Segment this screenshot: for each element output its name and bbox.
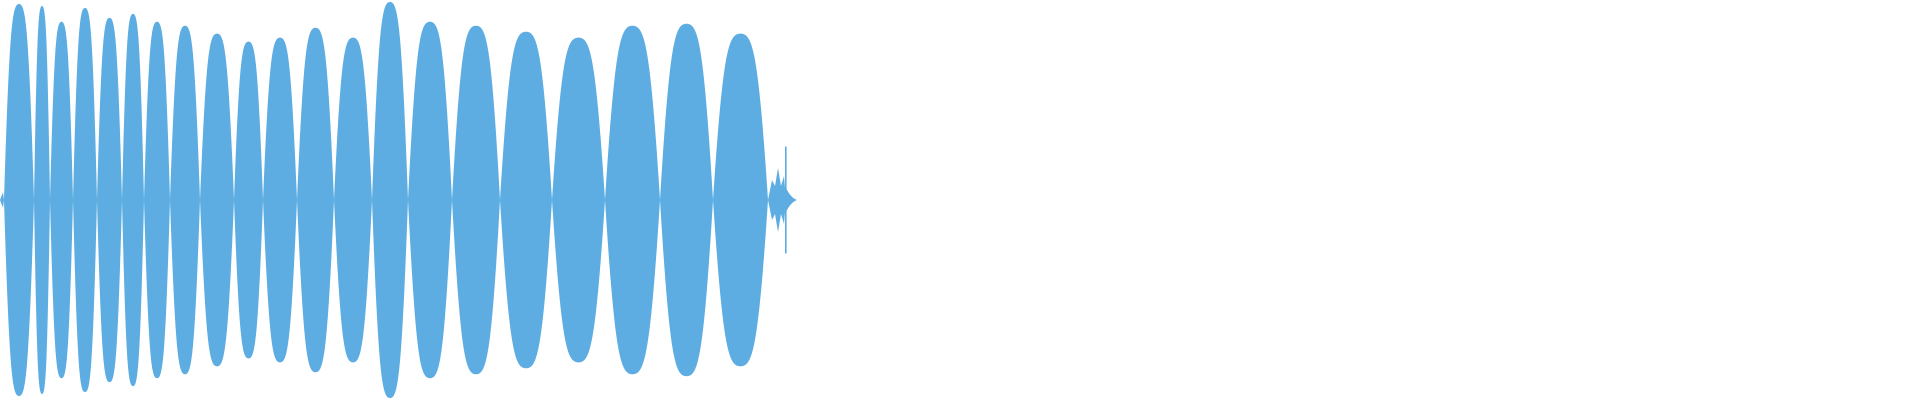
waveform-tail-burst [768, 168, 786, 232]
waveform-lobe [97, 17, 122, 383]
waveform-lobe [73, 7, 97, 393]
waveform-lobe [263, 37, 297, 363]
waveform-lobe [297, 27, 334, 373]
waveform-tail-spike [785, 146, 787, 254]
waveform-lobe [713, 33, 768, 367]
waveform-lobe [500, 31, 552, 369]
waveform-lobe [452, 25, 500, 375]
waveform-lobe [334, 37, 372, 363]
waveform-tail [768, 146, 797, 254]
waveform-lead-in [0, 192, 4, 208]
waveform-lobe [4, 3, 34, 397]
waveform-lobe [605, 25, 660, 375]
waveform-lobe [144, 21, 170, 379]
waveform-lobe [234, 41, 263, 359]
waveform-lobes [0, 2, 768, 398]
waveform-lobe [200, 33, 234, 367]
waveform-lobe [408, 21, 452, 379]
waveform-lobe [372, 2, 408, 398]
waveform-tail-decay [786, 188, 797, 212]
waveform-lobe [552, 37, 605, 363]
waveform-lobe [50, 21, 73, 379]
waveform-lobe [122, 13, 144, 387]
waveform-lobe [660, 23, 713, 377]
waveform-lobe [34, 5, 50, 395]
waveform-lobe [170, 25, 200, 375]
